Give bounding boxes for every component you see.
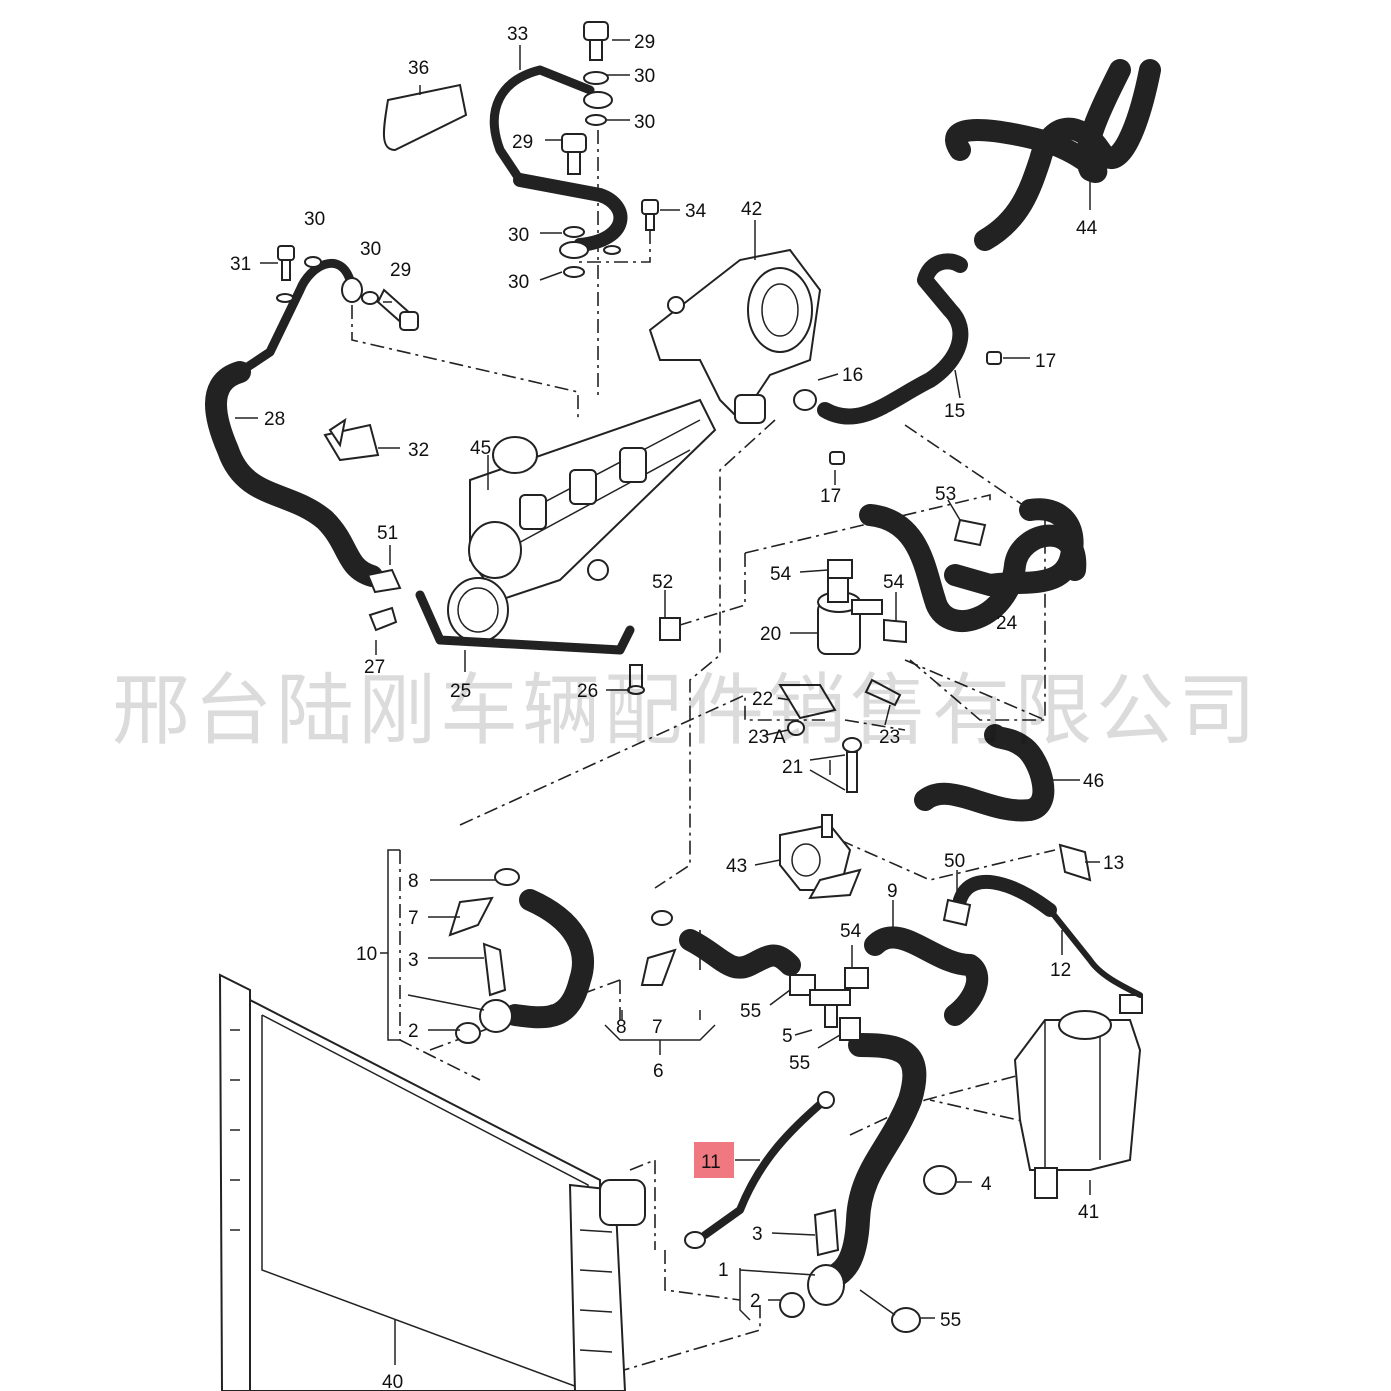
callout-50: 50 bbox=[944, 851, 965, 872]
callout-30: 30 bbox=[634, 112, 655, 133]
callout-30: 30 bbox=[508, 225, 529, 246]
watermark-text: 邢台陆刚车辆配件销售有限公司 bbox=[112, 666, 1260, 756]
aux-water-pump bbox=[817, 569, 883, 655]
coolant-hoses bbox=[205, 59, 1161, 1292]
callout-23a: 23 A bbox=[748, 727, 786, 748]
callout-52: 52 bbox=[652, 572, 673, 593]
callout-41: 41 bbox=[1078, 1202, 1099, 1223]
callout-30: 30 bbox=[360, 239, 381, 260]
expansion-tank bbox=[1013, 994, 1143, 1199]
callout-54: 54 bbox=[840, 921, 862, 942]
callout-20: 20 bbox=[760, 624, 781, 645]
callout-17: 17 bbox=[1035, 351, 1056, 372]
callout-labels: 33 29 30 30 36 29 34 30 30 30 30 31 29 4… bbox=[230, 24, 1124, 1391]
leader-lines bbox=[235, 39, 1100, 1365]
callout-17: 17 bbox=[820, 486, 841, 507]
callout-10: 10 bbox=[356, 944, 377, 965]
callout-29: 29 bbox=[512, 132, 533, 153]
callout-27: 27 bbox=[364, 657, 385, 678]
pipes bbox=[235, 65, 1143, 1239]
thermostat-housing bbox=[779, 814, 862, 900]
callout-51: 51 bbox=[377, 523, 398, 544]
callout-36: 36 bbox=[408, 58, 429, 79]
callout-6: 6 bbox=[653, 1061, 664, 1082]
callout-22: 22 bbox=[752, 689, 773, 710]
callout-54: 54 bbox=[883, 572, 905, 593]
callout-23: 23 bbox=[879, 727, 900, 748]
callout-15: 15 bbox=[944, 401, 965, 422]
callout-25: 25 bbox=[450, 681, 471, 702]
callout-suffix-a: A bbox=[773, 727, 786, 748]
callout-8: 8 bbox=[408, 871, 419, 892]
callout-55: 55 bbox=[789, 1053, 810, 1074]
highlight-box-11 bbox=[694, 1142, 734, 1178]
water-pump bbox=[648, 248, 822, 424]
callout-3: 3 bbox=[752, 1224, 763, 1245]
callout-29: 29 bbox=[390, 260, 411, 281]
callout-30: 30 bbox=[634, 66, 655, 87]
callout-13: 13 bbox=[1103, 853, 1124, 874]
turbocharger bbox=[447, 398, 717, 643]
callout-16: 16 bbox=[842, 365, 863, 386]
callout-43: 43 bbox=[726, 856, 747, 877]
callout-5: 5 bbox=[782, 1026, 793, 1047]
hardware bbox=[276, 21, 1092, 1333]
callout-44: 44 bbox=[1076, 218, 1098, 239]
callout-4: 4 bbox=[981, 1174, 992, 1195]
callout-8: 8 bbox=[616, 1017, 627, 1038]
callout-2: 2 bbox=[408, 1021, 419, 1042]
callout-53: 53 bbox=[935, 484, 956, 505]
callout-24: 24 bbox=[996, 613, 1018, 634]
callout-42: 42 bbox=[741, 199, 762, 220]
callout-28: 28 bbox=[264, 409, 285, 430]
callout-3: 3 bbox=[408, 950, 419, 971]
callout-30: 30 bbox=[304, 209, 325, 230]
callout-26: 26 bbox=[577, 681, 598, 702]
callout-34: 34 bbox=[685, 201, 707, 222]
callout-9: 9 bbox=[887, 881, 898, 902]
callout-32: 32 bbox=[408, 440, 429, 461]
radiator bbox=[218, 973, 646, 1391]
callout-21: 21 bbox=[782, 757, 803, 778]
callout-29: 29 bbox=[634, 32, 655, 53]
callout-45: 45 bbox=[470, 438, 491, 459]
callout-40: 40 bbox=[382, 1372, 403, 1391]
callout-1: 1 bbox=[718, 1260, 729, 1281]
callout-33: 33 bbox=[507, 24, 528, 45]
callout-30: 30 bbox=[508, 272, 529, 293]
callout-7: 7 bbox=[408, 908, 419, 929]
callout-54: 54 bbox=[770, 564, 792, 585]
callout-46: 46 bbox=[1083, 771, 1104, 792]
callout-12: 12 bbox=[1050, 960, 1071, 981]
callout-55: 55 bbox=[740, 1001, 761, 1022]
callout-55: 55 bbox=[940, 1310, 961, 1331]
callout-23: 23 bbox=[748, 727, 769, 748]
callout-7: 7 bbox=[652, 1017, 663, 1038]
callout-11: 11 bbox=[701, 1152, 721, 1173]
callout-31: 31 bbox=[230, 254, 251, 275]
assembly-lines bbox=[351, 130, 1125, 1381]
callout-2: 2 bbox=[750, 1291, 761, 1312]
